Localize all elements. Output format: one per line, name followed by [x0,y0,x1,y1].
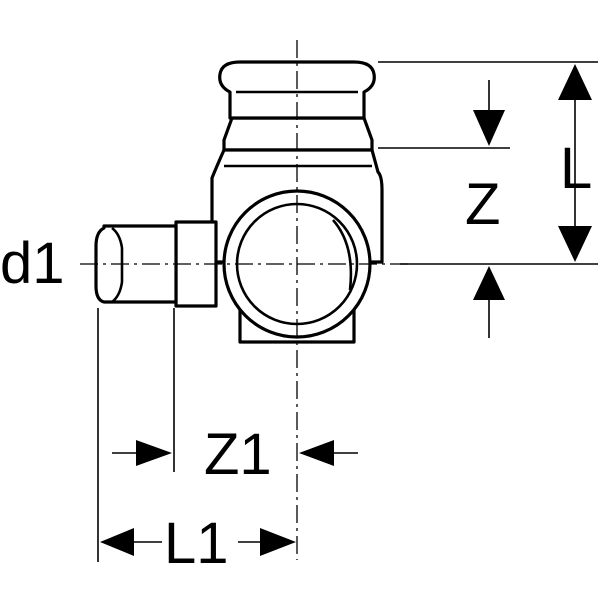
arrow-down-icon [473,110,505,146]
vertical-socket [218,60,376,152]
dim-label-z: Z [465,172,500,237]
dimension-l: L [558,64,592,262]
arrow-right-icon [260,528,296,556]
arrow-up-icon [473,266,505,300]
arrow-right-icon [136,440,172,466]
dim-label-z1: Z1 [204,422,272,487]
extension-lines [97,61,598,562]
dim-label-d1: d1 [0,231,65,296]
dimension-l1: L1 [100,511,296,576]
dimension-z: Z [465,80,505,338]
dimension-z1: Z1 [112,422,358,487]
arrow-left-icon [100,528,134,556]
arrow-left-icon [299,440,334,466]
centerlines [80,40,410,560]
dim-label-l1: L1 [164,511,229,576]
arrow-down-icon [558,226,592,262]
arrow-up-icon [558,64,592,100]
dim-label-l: L [560,136,592,201]
